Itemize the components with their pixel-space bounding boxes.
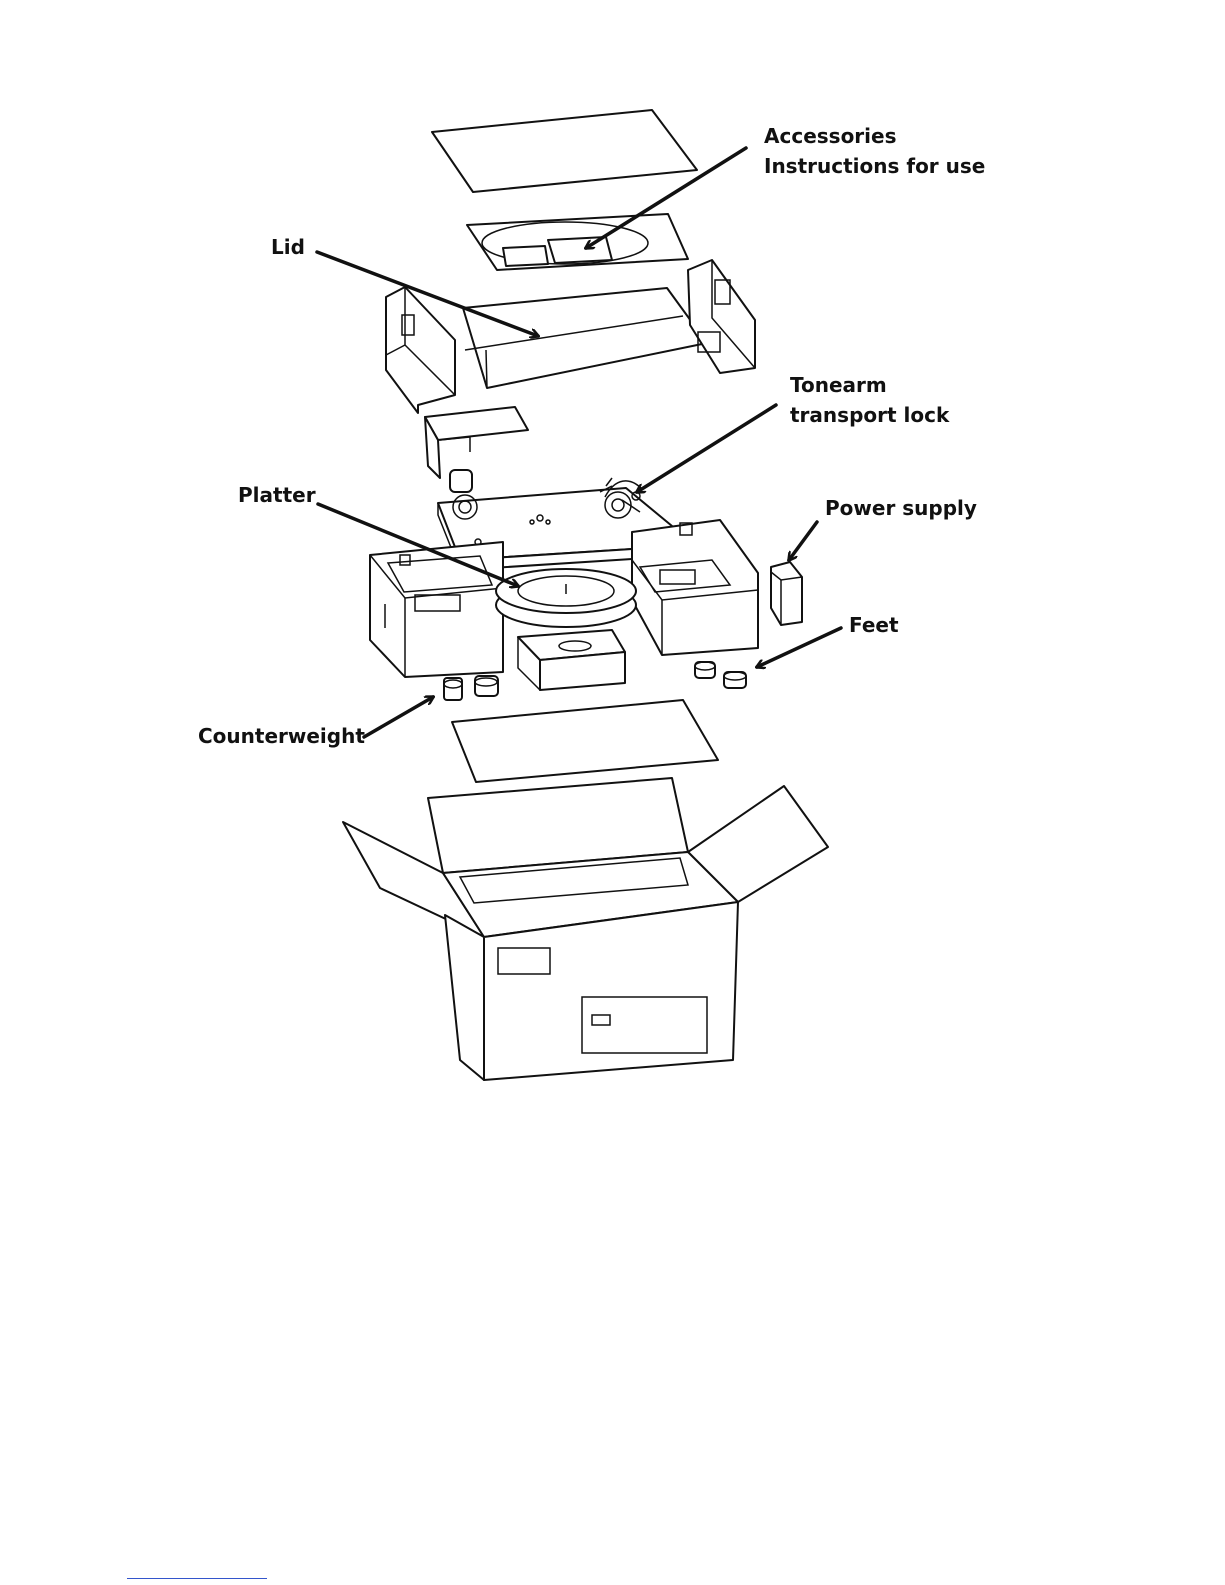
top-cardboard-sheet: [432, 110, 697, 192]
power-supply: [771, 562, 802, 625]
counterweight-parts: [444, 676, 498, 700]
shipping-box: [343, 778, 828, 1080]
arrow-power-supply: [789, 522, 817, 560]
arrow-feet: [757, 628, 841, 667]
left-lower-foam: [370, 542, 503, 677]
arrow-tonearm: [637, 405, 776, 492]
bottom-cardboard-sheet: [452, 700, 718, 782]
label-instructions: Instructions for use: [764, 154, 985, 178]
accessories-tray: [467, 214, 688, 270]
label-power-supply: Power supply: [825, 496, 977, 520]
label-accessories: Accessories: [764, 124, 897, 148]
platter: [496, 569, 636, 627]
right-lower-foam: [632, 520, 758, 655]
label-feet: Feet: [849, 613, 899, 637]
arrow-counterweight: [364, 697, 433, 737]
center-foam-block: [518, 630, 625, 690]
label-tonearm-line1: Tonearm: [790, 373, 887, 397]
label-counterweight: Counterweight: [198, 724, 365, 748]
label-tonearm-line2: transport lock: [790, 403, 950, 427]
label-platter: Platter: [238, 483, 316, 507]
footer-rule: [127, 1578, 267, 1579]
left-foam-block: [386, 287, 455, 413]
right-foam-block: [688, 260, 755, 373]
folded-insert: [425, 407, 528, 478]
lid: [463, 288, 707, 388]
feet-parts: [695, 662, 746, 688]
label-lid: Lid: [271, 235, 305, 259]
